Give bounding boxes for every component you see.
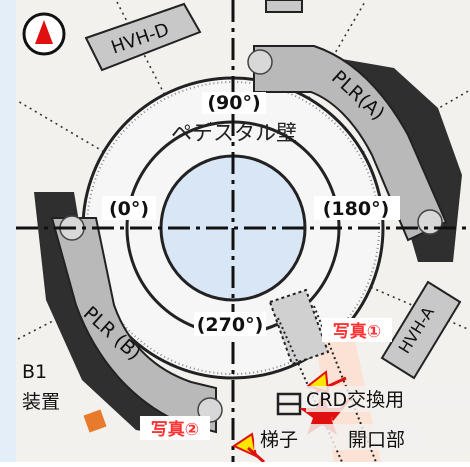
- ladder-label: 梯子: [260, 429, 298, 451]
- b1-label: B1: [22, 361, 47, 383]
- photo-1-label-bg: [322, 318, 392, 342]
- opening-label: 開口部: [348, 429, 405, 451]
- photo-1-label: 写真①: [333, 321, 381, 342]
- photo-2-label-bg: [140, 416, 210, 440]
- hvh-a-box: [380, 280, 462, 380]
- top-small-box: [265, 0, 303, 13]
- plr-a-end-right: [417, 209, 443, 235]
- angle-180-label: (180°): [323, 198, 390, 220]
- star-icon: [299, 392, 345, 435]
- label-bg-90: [202, 92, 266, 114]
- ladder-label-bg: [254, 424, 424, 450]
- angle-90-label: (90°): [207, 92, 260, 114]
- label-bg-180: [314, 196, 400, 220]
- angle-0-label: (0°): [109, 198, 149, 220]
- photo-2-label: 写真②: [151, 419, 199, 440]
- crd-channel: [268, 288, 330, 366]
- crd-label: CRD交換用: [306, 389, 404, 411]
- b1-device-box: [83, 409, 107, 433]
- pedestal-wall-label: ペデスタル壁: [171, 121, 297, 145]
- label-bg-0: [102, 196, 156, 220]
- plr-a-pipe: [253, 45, 448, 242]
- axis-lines: [16, 0, 470, 462]
- north-arrow-icon: [22, 12, 66, 56]
- device-label: 装置: [22, 391, 60, 413]
- crd-label-bg: [306, 386, 470, 412]
- diagram-stage: HVH-D PLR(A) PLR (B) HVH-A (90°) ペデスタル壁 …: [15, 0, 470, 464]
- plr-a-end-top: [247, 49, 273, 75]
- label-bg-270: [194, 312, 266, 336]
- hatch-icon: [276, 392, 302, 416]
- angle-270-label: (270°): [197, 314, 264, 336]
- hvh-d-box: [84, 2, 202, 72]
- pedestal-layout-diagram: HVH-D PLR(A) PLR (B) HVH-A (90°) ペデスタル壁 …: [15, 0, 470, 464]
